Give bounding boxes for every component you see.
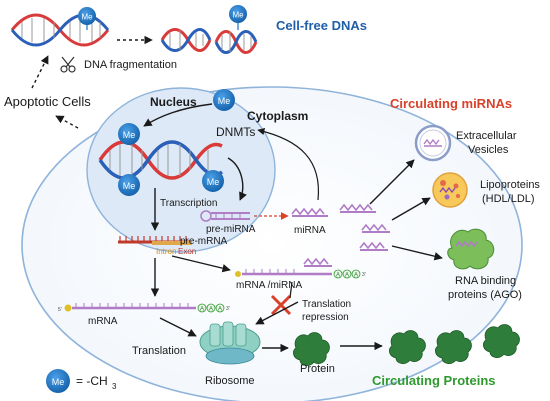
label-mrna: mRNA <box>88 316 118 327</box>
label-transcription: Transcription <box>160 198 217 209</box>
extracellular-vesicle <box>414 124 452 162</box>
me-badge-nuc-1: Me <box>118 123 140 145</box>
pre-mirna-nucleus <box>200 210 250 222</box>
mrna-mirna-duplex: A A A 3' <box>235 257 366 279</box>
to-ago-arrow <box>391 245 443 261</box>
pre-mrna-strand <box>118 236 192 245</box>
lipoprotein <box>432 172 468 208</box>
circulating-protein-2 <box>434 330 472 364</box>
label-extracellular-1: Extracellular <box>456 130 517 142</box>
mirna-cluster <box>339 203 390 251</box>
label-extracellular-2: Vesicles <box>468 144 509 156</box>
me-badge-dnmt: Me <box>213 89 235 111</box>
label-dnmts: DNMTs <box>216 125 255 139</box>
svg-text:Me: Me <box>218 96 231 106</box>
svg-text:A: A <box>209 307 213 313</box>
me-badge-top: Me <box>78 7 96 30</box>
label-dna-fragmentation: DNA fragmentation <box>84 59 177 71</box>
mirna-to-dnmt-arrow <box>257 128 320 201</box>
label-nucleus: Nucleus <box>150 95 197 109</box>
svg-text:Me: Me <box>207 177 220 187</box>
title-circulating-mirnas: Circulating miRNAs <box>390 96 512 111</box>
label-rna-binding-1: RNA binding <box>455 275 516 287</box>
svg-text:Me: Me <box>81 13 93 22</box>
mirna-cytoplasm <box>291 207 328 217</box>
svg-text:Me: Me <box>232 11 244 20</box>
legend-methyl-text: = -CH <box>76 374 108 388</box>
svg-text:3': 3' <box>226 306 230 312</box>
label-mirna: miRNA <box>294 225 326 236</box>
label-translation-repression-2: repression <box>302 312 349 323</box>
title-circulating-proteins: Circulating Proteins <box>372 373 496 388</box>
svg-text:Me: Me <box>123 181 136 191</box>
legend-me: Me = -CH 3 <box>46 369 117 393</box>
mrna-strand: 5' A A A 3' <box>58 303 230 313</box>
svg-text:5': 5' <box>58 307 62 313</box>
ribosome <box>199 321 261 365</box>
pre-mrna-to-duplex-arrow <box>171 255 231 273</box>
svg-text:A: A <box>354 273 358 279</box>
svg-text:3': 3' <box>362 272 366 278</box>
svg-text:A: A <box>218 307 222 313</box>
label-lipoproteins-1: Lipoproteins <box>480 179 540 191</box>
label-translation: Translation <box>132 345 186 357</box>
dnmt-to-dna-arrow <box>143 103 213 127</box>
me-badge-nuc-2: Me <box>118 174 140 196</box>
label-lipoproteins-2: (HDL/LDL) <box>482 193 535 205</box>
duplex-to-repression-line <box>289 281 293 299</box>
mrna-to-ribosome-arrow <box>159 317 197 337</box>
svg-text:Me: Me <box>52 377 65 387</box>
label-pre-mirna: pre-miRNA <box>206 224 256 235</box>
label-apoptotic-cells: Apoptotic Cells <box>4 94 91 109</box>
protein-blob <box>292 332 330 366</box>
repression-arrow <box>255 301 299 325</box>
apoptotic-in-arrow <box>55 115 79 129</box>
label-mrna-mirna: mRNA /miRNA <box>236 280 302 291</box>
circulating-protein-1 <box>388 330 426 364</box>
dna-fragment-2 <box>214 30 258 54</box>
to-lipoproteins-arrow <box>391 197 431 221</box>
circulating-protein-3 <box>482 324 520 358</box>
svg-text:A: A <box>200 307 204 313</box>
label-translation-repression-1: Translation <box>302 299 351 310</box>
svg-text:Me: Me <box>123 130 136 140</box>
label-intron: Intron <box>156 247 176 256</box>
label-cytoplasm: Cytoplasm <box>247 109 308 123</box>
me-badge-nuc-3: Me <box>202 170 224 192</box>
me-badge-fragment: Me <box>229 5 247 30</box>
label-protein: Protein <box>300 363 335 375</box>
svg-text:A: A <box>345 273 349 279</box>
title-cell-free-dnas: Cell-free DNAs <box>276 18 367 33</box>
scissors-icon <box>60 56 76 73</box>
dna-fragment-1 <box>160 28 212 52</box>
legend-methyl-sub: 3 <box>112 382 117 391</box>
to-vesicles-arrow <box>369 159 415 205</box>
label-rna-binding-2: proteins (AGO) <box>448 289 522 301</box>
x-mark-icon <box>270 294 292 316</box>
ago-protein <box>447 228 495 270</box>
label-pre-mrna: pre-mRNA <box>180 236 228 247</box>
apoptotic-up-arrow <box>31 55 49 89</box>
label-ribosome: Ribosome <box>205 375 255 387</box>
label-exon: Exon <box>178 247 196 256</box>
svg-text:A: A <box>336 273 340 279</box>
transcription-mirna-arrow <box>227 157 247 201</box>
